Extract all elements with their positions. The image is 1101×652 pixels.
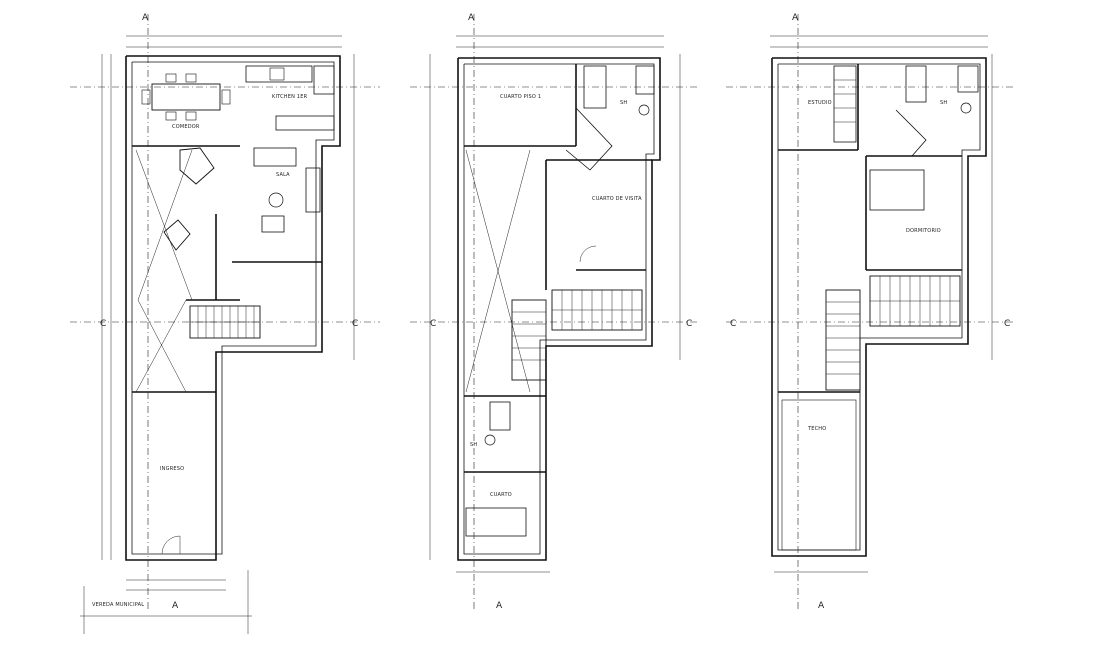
room-label-bedroom-2: CUARTO DE VISITA [592, 196, 642, 202]
room-label-comedor: COMEDOR [172, 124, 200, 130]
floor-plan-1: COMEDOR KITCHEN 1ER SALA INGRESO VEREDA … [70, 13, 380, 634]
room-label-bedroom-lower: CUARTO [490, 492, 512, 498]
section-mark-a-top-2: A [468, 13, 475, 23]
floor-plan-3: ESTUDIO SH DORMITORIO TECHO A A C C [726, 13, 1014, 611]
room-label-sala: SALA [276, 172, 290, 178]
section-mark-a-bottom-2: A [496, 601, 503, 611]
room-label-terrace: TECHO [807, 426, 826, 432]
section-mark-c-left-3: C [730, 319, 736, 329]
section-mark-a-bottom-3: A [818, 601, 825, 611]
section-mark-c-left-1: C [100, 319, 106, 329]
room-label-bathroom-2: SH [620, 100, 627, 106]
room-label-garage: INGRESO [160, 466, 184, 472]
section-mark-c-left-2: C [430, 319, 436, 329]
section-mark-c-right-1: C [352, 319, 358, 329]
section-mark-a-bottom-1: A [172, 601, 179, 611]
room-label-bathroom-lower: SH [470, 442, 477, 448]
stair-block-3 [825, 275, 961, 391]
room-label-bathroom-3: SH [940, 100, 947, 106]
section-mark-a-top-1: A [142, 13, 149, 23]
room-label-study: ESTUDIO [808, 100, 832, 106]
floor-plan-2: CUARTO PISO 1 SH CUARTO DE VISITA SH CUA… [410, 13, 700, 611]
street-label: VEREDA MUNICIPAL [92, 602, 144, 608]
stair-block-2 [511, 289, 643, 381]
room-label-bedroom-3: DORMITORIO [906, 228, 941, 234]
section-mark-c-right-3: C [1004, 319, 1010, 329]
room-label-bedroom-1: CUARTO PISO 1 [500, 94, 541, 100]
room-label-kitchen: KITCHEN 1ER [272, 94, 308, 100]
section-mark-c-right-2: C [686, 319, 692, 329]
section-mark-a-top-3: A [792, 13, 799, 23]
